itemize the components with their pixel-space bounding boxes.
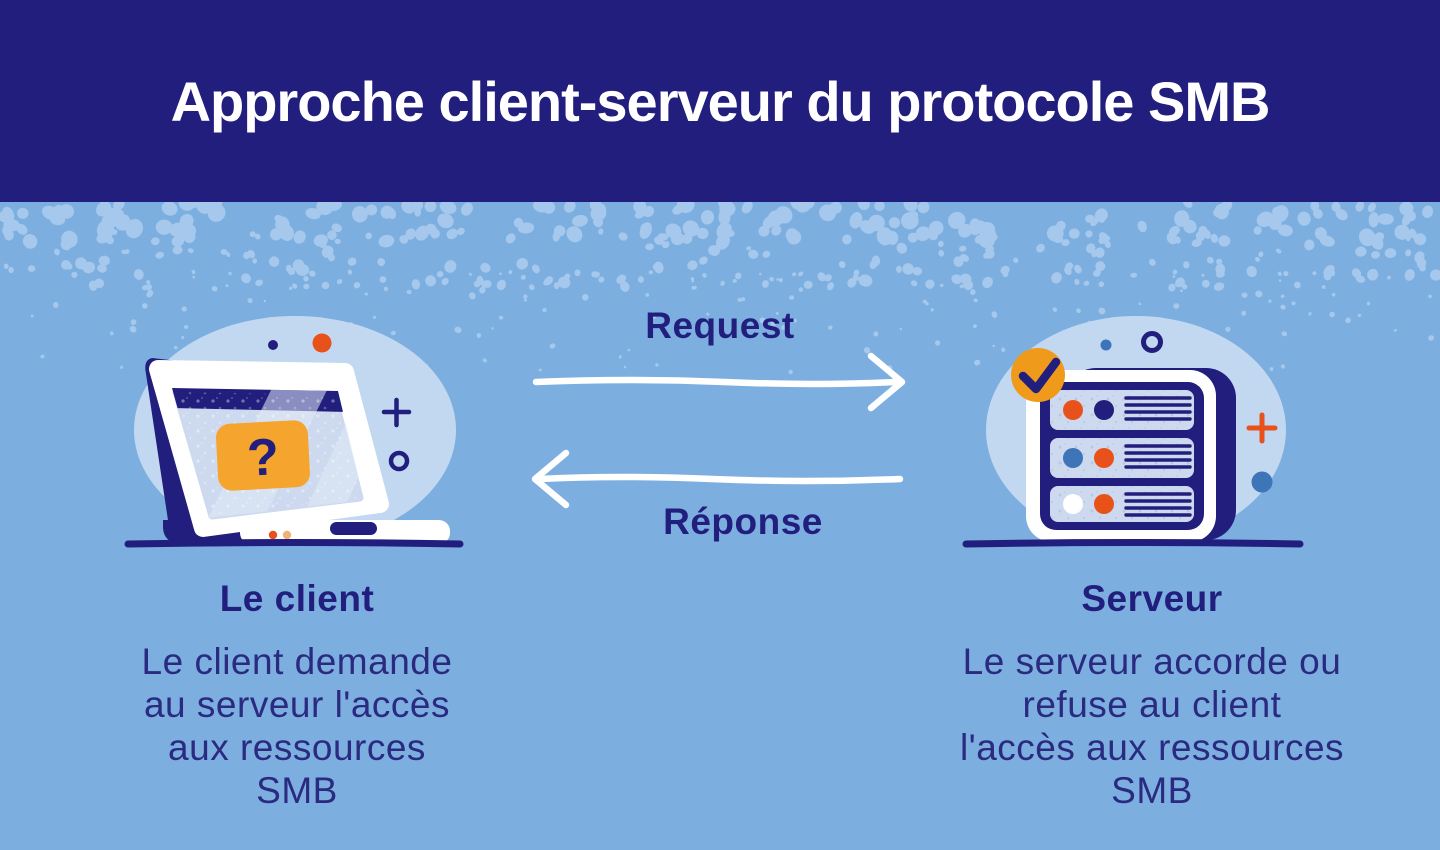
dot-decoration <box>1251 471 1273 493</box>
client-heading: Le client <box>219 578 375 619</box>
server-desc-line: l'accès aux ressources <box>959 727 1345 768</box>
question-panel: ? <box>215 420 310 491</box>
scene-illustration: ? <box>124 316 1304 548</box>
plus-icon <box>1246 412 1278 444</box>
server-illustration <box>962 331 1304 548</box>
server-desc-line: Le serveur accorde ou <box>962 641 1342 682</box>
server-led-dots <box>1063 400 1114 514</box>
server-detail-lines <box>1124 396 1192 517</box>
client-desc-line: au serveur l'accès <box>143 684 451 725</box>
request-label: Request <box>645 305 795 346</box>
laptop-illustration: ? <box>124 333 464 548</box>
dot-decoration <box>268 340 278 350</box>
plus-icon <box>381 397 412 428</box>
check-badge <box>1011 348 1065 402</box>
ring-icon <box>1141 331 1163 353</box>
dot-decoration <box>268 530 278 540</box>
trackpad <box>330 522 377 535</box>
server-heading: Serveur <box>1081 578 1223 619</box>
client-desc-line: SMB <box>256 770 338 811</box>
server-desc-line: SMB <box>1111 770 1193 811</box>
client-desc-line: aux ressources <box>168 727 426 768</box>
server-description: Le serveur accorde ou refuse au client l… <box>892 640 1412 812</box>
header-band: Approche client-serveur du protocole SMB <box>0 0 1440 202</box>
response-label: Réponse <box>663 501 823 542</box>
check-icon <box>1018 357 1061 394</box>
client-description: Le client demande au serveur l'accès aux… <box>37 640 557 812</box>
dot-decoration <box>282 530 292 540</box>
server-desc-line: refuse au client <box>1022 684 1282 725</box>
diagram-area: ? <box>0 202 1440 850</box>
page-title: Approche client-serveur du protocole SMB <box>170 69 1271 133</box>
dot-decoration <box>1100 339 1112 351</box>
server-baseline <box>962 539 1304 548</box>
response-arrow-icon <box>531 449 904 509</box>
ring-icon <box>388 450 410 472</box>
dot-decoration <box>312 333 332 353</box>
client-desc-line: Le client demande <box>141 641 453 682</box>
request-arrow-icon <box>532 352 906 412</box>
question-mark-icon: ? <box>246 428 281 488</box>
client-baseline <box>124 539 464 548</box>
